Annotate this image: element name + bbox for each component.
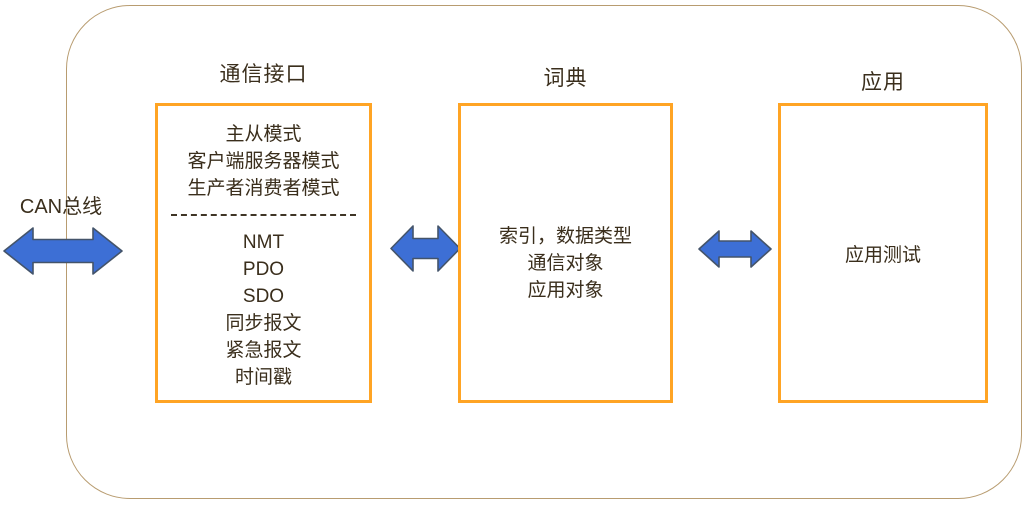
application-box-content: 应用测试 bbox=[845, 242, 921, 269]
column-title-application: 应用 bbox=[861, 71, 905, 94]
box-line: 索引，数据类型 bbox=[498, 225, 632, 247]
box-line: 时间戳 bbox=[234, 367, 292, 388]
box-line: PDO bbox=[242, 259, 285, 280]
dashed-divider bbox=[171, 214, 356, 216]
communication-interface-box: 主从模式 客户端服务器模式 生产者消费者模式 NMT PDO SDO 同步报文 … bbox=[155, 103, 372, 403]
can-bus-double-arrow-icon bbox=[3, 227, 123, 275]
box-line: SDO bbox=[242, 286, 285, 307]
column-title-communication-interface: 通信接口 bbox=[219, 63, 308, 86]
dictionary-box-content: 索引，数据类型 通信对象 应用对象 bbox=[499, 223, 632, 304]
box-line: NMT bbox=[242, 232, 285, 253]
dictionary-box: 索引，数据类型 通信对象 应用对象 bbox=[458, 103, 673, 403]
application-box: 应用测试 bbox=[778, 103, 988, 403]
box-line: 客户端服务器模式 bbox=[187, 151, 340, 172]
box-line: 主从模式 bbox=[225, 124, 302, 145]
box-line: 紧急报文 bbox=[225, 340, 302, 361]
can-bus-label: CAN总线 bbox=[19, 196, 103, 218]
dictionary-application-double-arrow-icon bbox=[698, 230, 772, 268]
box-line: 同步报文 bbox=[225, 313, 302, 334]
box-line: 应用对象 bbox=[527, 279, 604, 301]
interface-dictionary-double-arrow-icon bbox=[390, 225, 461, 272]
box-line: 通信对象 bbox=[527, 252, 604, 274]
column-title-dictionary: 词典 bbox=[543, 67, 588, 90]
box-line: 应用测试 bbox=[844, 245, 921, 266]
box-line: 生产者消费者模式 bbox=[187, 178, 340, 199]
